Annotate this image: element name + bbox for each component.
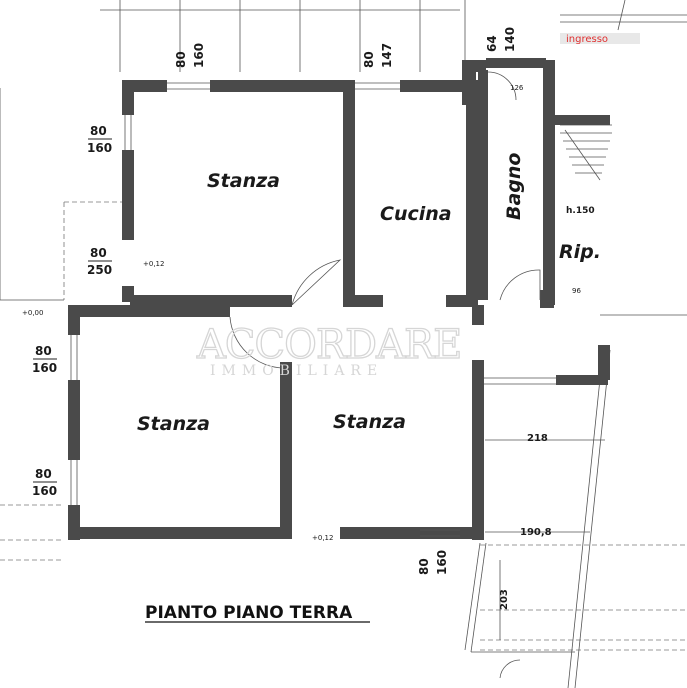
left-window-lower-b-dim: 80 160 <box>32 467 57 498</box>
left-window-upper-dim: 80 160 <box>87 124 112 155</box>
dim-190-8: 190,8 <box>520 527 552 538</box>
dim-218: 218 <box>527 433 548 444</box>
top-window-stanza-h: 160 <box>192 43 206 68</box>
bottom-window-h: 160 <box>435 550 449 575</box>
plan-title: PIANTO PIANO TERRA <box>145 603 353 623</box>
svg-text:80: 80 <box>90 124 107 138</box>
svg-text:80: 80 <box>35 344 52 358</box>
walls <box>68 58 610 540</box>
top-hatch <box>100 0 687 72</box>
svg-text:160: 160 <box>32 484 57 498</box>
level-ground: +0,00 <box>22 309 43 317</box>
doors <box>229 71 541 679</box>
top-door-bagno-w: 64 <box>485 35 499 52</box>
dim-h150: h.150 <box>566 206 595 216</box>
bottom-window-w: 80 <box>417 558 431 575</box>
room-stanza-left: Stanza <box>137 413 210 435</box>
svg-text:250: 250 <box>87 263 112 277</box>
svg-text:160: 160 <box>87 141 112 155</box>
svg-text:80: 80 <box>90 246 107 260</box>
room-bagno: Bagno <box>503 153 525 220</box>
svg-text:80: 80 <box>35 467 52 481</box>
terrace <box>464 349 611 688</box>
left-door-dim: 80 250 <box>87 246 112 277</box>
top-window-cucina-w: 80 <box>362 51 376 68</box>
dim-126: 126 <box>510 84 524 92</box>
stair <box>560 124 612 181</box>
entrance-label: ingresso <box>566 34 608 45</box>
top-window-stanza-w: 80 <box>174 51 188 68</box>
room-stanza-right: Stanza <box>333 411 406 433</box>
level-room-b: +0,12 <box>312 534 333 542</box>
room-ripostiglio: Rip. <box>559 241 601 263</box>
entrance-box <box>560 33 640 44</box>
watermark-sub: IMMOBILIARE <box>210 363 383 379</box>
top-window-cucina-h: 147 <box>380 43 394 68</box>
top-door-bagno-h: 140 <box>503 27 517 52</box>
left-window-lower-a-dim: 80 160 <box>32 344 57 375</box>
room-cucina: Cucina <box>380 203 452 225</box>
room-stanza-top: Stanza <box>207 170 280 192</box>
watermark-brand: ACCORDARE <box>196 322 461 368</box>
dim-203: 203 <box>499 589 510 610</box>
windows <box>70 82 556 537</box>
reference-lines <box>0 88 687 651</box>
level-room-a: +0,12 <box>143 260 164 268</box>
dim-96: 96 <box>572 287 581 295</box>
svg-text:160: 160 <box>32 361 57 375</box>
